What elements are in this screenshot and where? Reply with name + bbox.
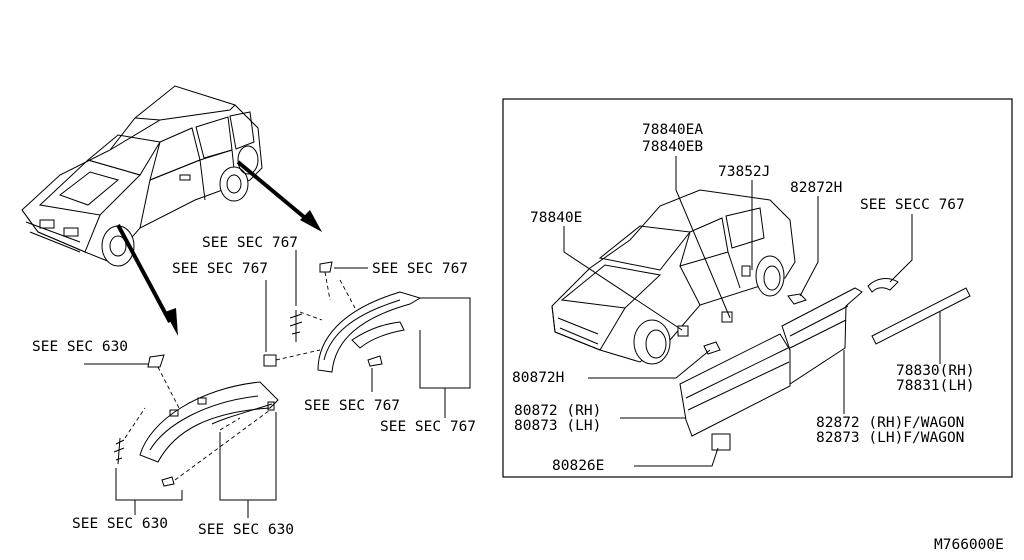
callout-see-sec-630-bottom-right: SEE SEC 630 xyxy=(198,522,294,538)
rear-fender-flare xyxy=(263,250,471,418)
callout-see-sec-630-bottom-left: SEE SEC 630 xyxy=(72,516,168,532)
inset-parts xyxy=(677,265,971,451)
front-fender-flare xyxy=(84,354,279,518)
part-80872h: 80872H xyxy=(512,370,564,386)
part-80872-rh: 80872 (RH) xyxy=(514,403,601,419)
part-80873-lh: 80873 (LH) xyxy=(514,418,601,434)
callout-see-sec-767-top: SEE SEC 767 xyxy=(202,235,298,251)
callout-see-sec-767-right: SEE SEC 767 xyxy=(372,261,468,277)
inset-leader-lines xyxy=(563,156,941,467)
part-78840e: 78840E xyxy=(530,210,582,226)
callout-see-sec-767-bottom: SEE SEC 767 xyxy=(380,419,476,435)
vehicle-overview-drawing xyxy=(21,85,263,267)
part-82873-lh-fwagon: 82873 (LH)F/WAGON xyxy=(816,430,964,446)
callout-see-sec-767-mid: SEE SEC 767 xyxy=(304,398,400,414)
part-78840eb: 78840EB xyxy=(642,139,703,155)
inset-callouts: 78840EA 78840EB 73852J 82872H SEE SECC 7… xyxy=(512,122,975,474)
part-80826e: 80826E xyxy=(552,458,604,474)
rear-flare-arrow xyxy=(236,160,322,232)
part-78831-lh: 78831(LH) xyxy=(896,378,975,394)
part-82872-rh-fwagon: 82872 (RH)F/WAGON xyxy=(816,415,964,431)
inset-frame xyxy=(502,98,1013,478)
callout-see-sec-767-left: SEE SEC 767 xyxy=(172,261,268,277)
diagram-id: M766000E xyxy=(934,537,1004,553)
part-78840ea: 78840EA xyxy=(642,122,703,138)
callout-see-sec-630-top: SEE SEC 630 xyxy=(32,339,128,355)
left-callouts: SEE SEC 767 SEE SEC 767 SEE SEC 767 SEE … xyxy=(32,235,476,538)
callout-see-secc-767: SEE SECC 767 xyxy=(860,197,965,213)
part-73852j: 73852J xyxy=(718,164,770,180)
front-flare-arrow xyxy=(116,224,178,336)
part-78830-rh: 78830(RH) xyxy=(896,363,975,379)
inset-vehicle-drawing xyxy=(551,189,796,365)
part-82872h: 82872H xyxy=(790,180,842,196)
